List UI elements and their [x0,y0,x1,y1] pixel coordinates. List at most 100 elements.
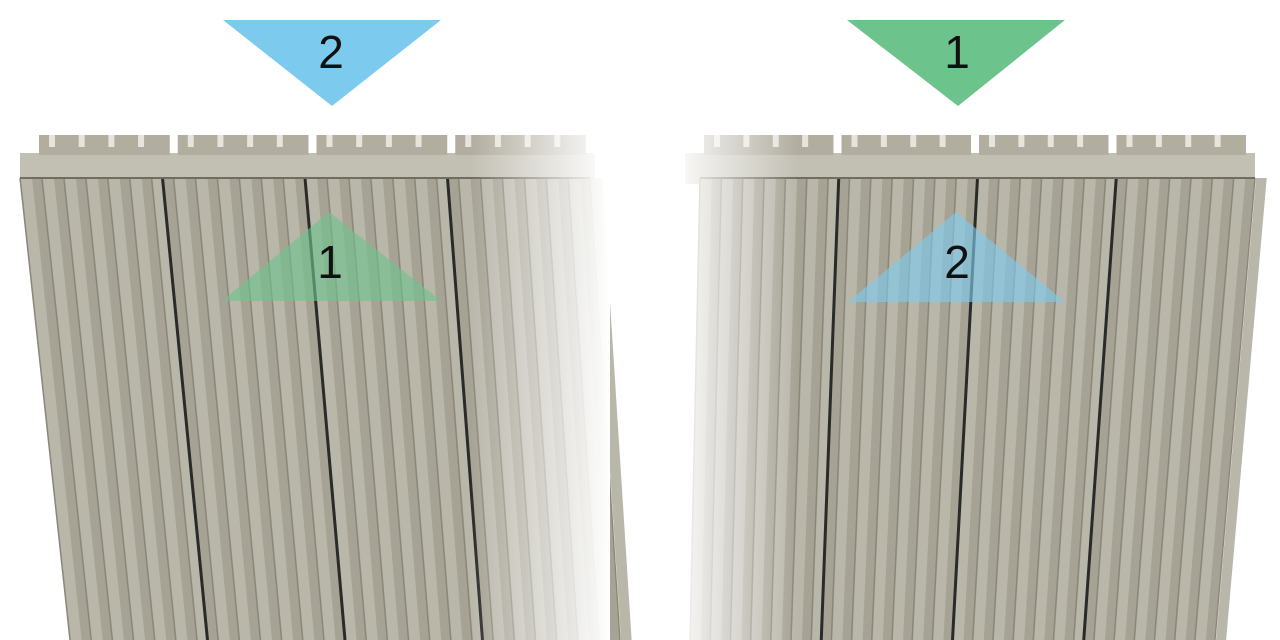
cap-notch [1126,135,1133,147]
rib-highlight [1155,178,1203,640]
rib-highlight [196,178,251,640]
cap-notch [989,135,995,147]
left-panel-triangle [222,212,441,301]
cap-notch [1077,135,1084,147]
rib-highlight [152,178,209,640]
rib-line [830,177,851,640]
top-cap [1116,135,1246,155]
cap-notch [802,135,809,147]
right-top-marker-label: 1 [944,26,970,78]
rib-highlight [130,178,188,640]
rib-line [63,177,114,640]
cap-notch [187,135,194,147]
rib-highlight [791,178,819,640]
rib-highlight [1115,178,1161,640]
left-fade-overlay [470,120,610,640]
rib-highlight [108,178,167,640]
right-panel-marker-label: 2 [944,236,970,288]
section-gap [161,177,209,640]
left-top-triangle [223,20,441,106]
rib-line [1032,177,1064,640]
left-panel-marker: 1 [222,212,441,301]
rib-highlight [174,178,230,640]
rib-line [106,177,156,640]
right-top-marker: 1 [847,20,1065,106]
top-cap [841,135,971,155]
rib-line [413,177,452,640]
cap-notch [247,135,254,147]
rib-highlight [1054,178,1096,640]
cap-notch [415,135,422,147]
rib-highlight [1195,178,1246,640]
cap-notch [108,135,115,147]
section-gap [819,177,841,640]
rib-line [41,177,92,640]
rib-line [992,177,1021,640]
left-top-marker-label: 2 [318,26,344,78]
left-radiator-panels [19,120,632,640]
left-top-marker: 2 [223,20,441,106]
rib-line [194,177,240,640]
rib-highlight [1094,178,1139,640]
rib-line [1113,177,1149,640]
rib-line [1133,177,1171,640]
rib-line [1052,177,1085,640]
rib-line [850,177,872,640]
rib-line [810,177,829,640]
cap-notch [1214,135,1221,147]
right-panel-triangle [848,212,1065,302]
rib-line [150,177,198,640]
rib-line [435,177,473,640]
top-cap [316,135,448,155]
cap-notch [880,135,887,147]
header-strip [20,153,595,184]
cap-notch [78,135,85,147]
cap-notch [465,135,472,147]
right-fade-overlay [668,120,798,640]
rib-line [260,177,304,640]
cap-notch [138,135,145,147]
rib-line [238,177,283,640]
cap-notch [1185,135,1192,147]
rib-line [1072,177,1107,640]
right-top-triangle [847,20,1065,106]
rib-highlight [1175,178,1225,640]
cap-notch [326,135,333,147]
rib-line [1153,177,1192,640]
rib-line [85,177,135,640]
rib-highlight [1216,178,1267,640]
rib-highlight [1135,178,1182,640]
left-panel-marker-label: 1 [317,236,343,288]
cap-notch [385,135,392,147]
rib-line [1012,177,1043,640]
rib-line [871,177,893,640]
rib-line [1214,177,1256,640]
rib-line [19,177,71,640]
rib-highlight [64,178,124,640]
top-cap [979,135,1109,155]
cap-notch [356,135,363,147]
rib-line [1173,177,1214,640]
rib-highlight [1034,178,1075,640]
right-radiator-panels [668,120,1267,640]
cap-notch [1155,135,1162,147]
right-panel-marker: 2 [848,212,1065,302]
cap-notch [1047,135,1054,147]
cap-notch [939,135,946,147]
cap-notch [1018,135,1025,147]
rib-line [1093,177,1128,640]
cap-notch [49,135,55,147]
rib-line [172,177,219,640]
rib-line [128,177,177,640]
rib-line [216,177,262,640]
rib-highlight [42,178,103,640]
rib-highlight [21,178,82,640]
rib-line [391,177,431,640]
rib-highlight [86,178,146,640]
cap-notch [217,135,224,147]
top-cap [39,135,170,155]
rib-highlight [832,178,862,640]
cap-notch [910,135,917,147]
cap-notch [851,135,858,147]
